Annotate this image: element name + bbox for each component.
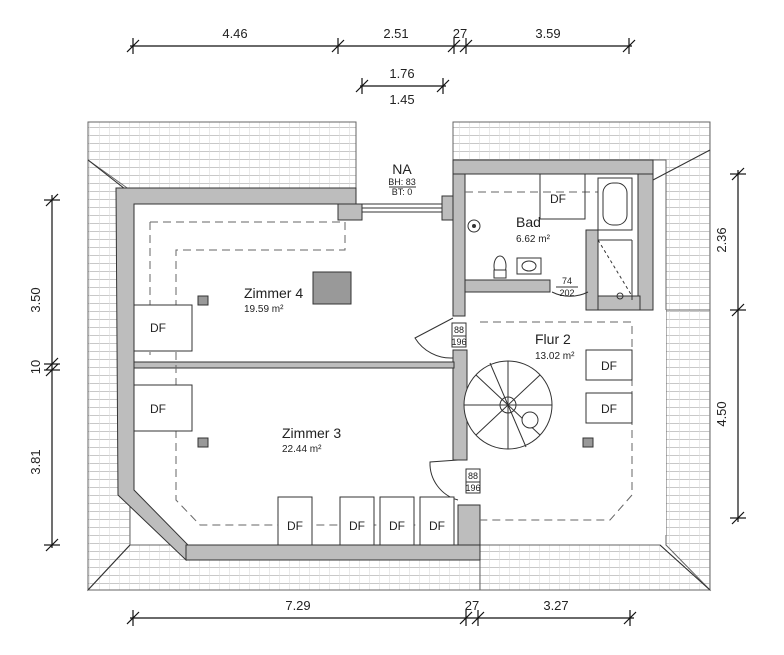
door-zimmer4: 88 196	[414, 317, 467, 359]
dim-bottom-2: 27	[465, 598, 479, 613]
marker	[197, 437, 209, 448]
marker	[197, 295, 209, 306]
door-bad-height: 202	[559, 288, 574, 298]
spiral-staircase	[463, 360, 553, 450]
bath-fixtures	[467, 173, 633, 300]
dim-bottom-3: 3.27	[543, 598, 568, 613]
dim-top-window-outer: 1.76	[389, 66, 414, 81]
skylights: DF DF DF DF DF DF DF DF DF	[133, 173, 633, 546]
dim-right-1: 2.36	[714, 227, 729, 252]
skylight-label: DF	[601, 402, 617, 416]
dim-bottom-1: 7.29	[285, 598, 310, 613]
window-na: NA BH: 83 BT: 0	[361, 161, 443, 213]
skylight-label: DF	[287, 519, 303, 533]
dim-left-3: 3.81	[28, 449, 43, 474]
room-zimmer3-name: Zimmer 3	[282, 425, 341, 441]
dim-left-1: 3.50	[28, 287, 43, 312]
door-zimmer3-width: 88	[468, 471, 478, 481]
chimney	[312, 271, 352, 305]
room-zimmer4-area: 19.59 m²	[244, 304, 284, 315]
dim-top-2: 2.51	[383, 26, 408, 41]
room-flur2-name: Flur 2	[535, 331, 571, 347]
room-bad: Bad 6.62 m²	[516, 214, 551, 245]
skylight-label: DF	[389, 519, 405, 533]
door-zimmer4-width: 88	[454, 325, 464, 335]
skylight-label: DF	[349, 519, 365, 533]
door-bad-width: 74	[562, 276, 572, 286]
dimension-right: 2.36 4.50	[714, 167, 746, 525]
room-zimmer4-name: Zimmer 4	[244, 285, 303, 301]
skylight-label: DF	[601, 359, 617, 373]
dim-top-3: 27	[453, 26, 467, 41]
marker	[582, 437, 594, 448]
dimension-bottom: 7.29 27 3.27	[126, 598, 637, 626]
dim-top-4: 3.59	[535, 26, 560, 41]
dim-right-2: 4.50	[714, 401, 729, 426]
room-bad-name: Bad	[516, 214, 541, 230]
skylight-label: DF	[550, 192, 566, 206]
window-na-bt: BT: 0	[392, 187, 413, 197]
door-zimmer3-height: 196	[465, 483, 480, 493]
door-zimmer4-height: 196	[451, 337, 466, 347]
window-na-label: NA	[392, 161, 412, 177]
room-bad-area: 6.62 m²	[516, 234, 551, 245]
skylight-label: DF	[150, 321, 166, 335]
room-zimmer3-area: 22.44 m²	[282, 444, 322, 455]
walls	[115, 159, 654, 562]
window-na-bh: BH: 83	[388, 177, 416, 187]
room-zimmer4: Zimmer 4 19.59 m²	[244, 285, 303, 315]
room-zimmer3: Zimmer 3 22.44 m²	[282, 425, 341, 455]
room-flur2-area: 13.02 m²	[535, 351, 575, 362]
dim-left-2: 10	[28, 360, 43, 374]
dimension-top: 4.46 2.51 27 3.59 1.76 1.45	[126, 26, 636, 107]
door-zimmer3: 88 196	[429, 459, 481, 501]
dimension-left: 3.50 10 3.81	[28, 193, 60, 552]
dim-top-1: 4.46	[222, 26, 247, 41]
skylight-label: DF	[429, 519, 445, 533]
dim-top-window-inner: 1.45	[389, 92, 414, 107]
door-bad: 74 202	[556, 276, 578, 298]
room-flur2: Flur 2 13.02 m²	[535, 331, 575, 362]
skylight-label: DF	[150, 402, 166, 416]
